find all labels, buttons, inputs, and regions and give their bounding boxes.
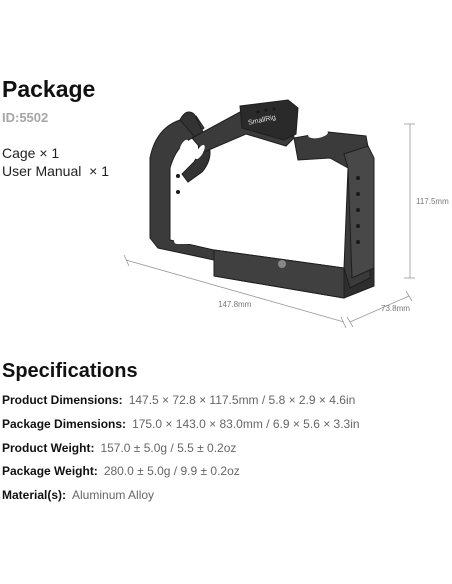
spec-row-product-weight: Product Weight: 157.0 ± 5.0g / 5.5 ± 0.2o… xyxy=(2,441,236,455)
package-item-manual: User Manual × 1 xyxy=(2,163,109,179)
spec-row-package-weight: Package Weight: 280.0 ± 5.0g / 9.9 ± 0.2o… xyxy=(2,464,240,478)
spec-label: Material(s): xyxy=(2,488,67,502)
dimension-height: 117.5mm xyxy=(416,197,449,206)
spec-value: 157.0 ± 5.0g / 5.5 ± 0.2oz xyxy=(100,441,237,455)
spec-label: Product Weight: xyxy=(2,441,95,455)
package-item-cage: Cage × 1 xyxy=(2,145,60,161)
spec-row-product-dimensions: Product Dimensions: 147.5 × 72.8 × 117.5m… xyxy=(2,393,355,407)
dimension-length: 147.8mm xyxy=(218,300,252,309)
spec-label: Package Weight: xyxy=(2,464,98,478)
spec-value: 147.5 × 72.8 × 117.5mm / 5.8 × 2.9 × 4.6… xyxy=(128,393,356,407)
camera-cage-image xyxy=(123,99,415,328)
product-id: ID:5502 xyxy=(2,110,49,125)
spec-value: 175.0 × 143.0 × 83.0mm / 6.9 × 5.6 × 3.3… xyxy=(132,417,360,431)
spec-label: Product Dimensions: xyxy=(2,393,123,407)
specifications-title: Specifications xyxy=(2,360,138,382)
package-title: Package xyxy=(2,76,96,102)
spec-value: 280.0 ± 5.0g / 9.9 ± 0.2oz xyxy=(103,464,240,478)
spec-label: Package Dimensions: xyxy=(2,417,127,431)
spec-row-package-dimensions: Package Dimensions: 175.0 × 143.0 × 83.0m… xyxy=(2,417,360,431)
spec-row-materials: Material(s): Aluminum Alloy xyxy=(2,488,154,502)
spec-value: Aluminum Alloy xyxy=(72,488,155,502)
dimension-depth: 73.8mm xyxy=(381,304,410,313)
